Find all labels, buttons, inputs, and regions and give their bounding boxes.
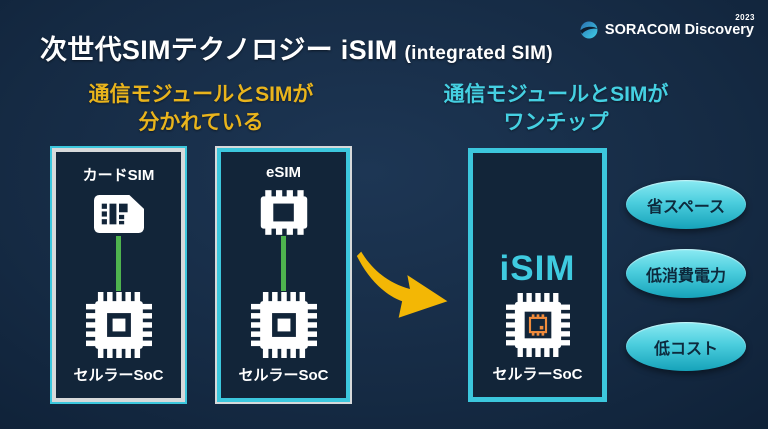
- benefit-label: 省スペース: [646, 198, 726, 216]
- green-connector-line: [116, 236, 121, 291]
- logo-year: 2023: [735, 13, 755, 22]
- soracom-swoosh-icon: [579, 20, 599, 40]
- soc-label: セルラーSoC: [73, 367, 164, 384]
- benefit-pill-space: 省スペース: [626, 180, 746, 229]
- isim-label: iSIM: [499, 249, 576, 288]
- logo-brand: SORACOM Discovery: [604, 22, 754, 38]
- right-heading: 通信モジュールとSIMが ワンチップ: [405, 81, 707, 136]
- right-heading-line2: ワンチップ: [503, 110, 609, 134]
- soc-chip-icon: [250, 292, 317, 358]
- soc-label: セルラーSoC: [238, 367, 329, 384]
- soc-label: セルラーSoC: [492, 366, 583, 383]
- soracom-logo: 2023 SORACOM Discovery: [579, 13, 755, 40]
- left-heading: 通信モジュールとSIMが 分かれている: [52, 81, 350, 136]
- sim-card-icon: [93, 193, 144, 235]
- benefit-pill-cost: 低コスト: [626, 322, 746, 371]
- left-heading-line1: 通信モジュールとSIMが: [88, 83, 314, 106]
- green-connector-line: [281, 236, 286, 291]
- title-sub: (integrated SIM): [404, 43, 553, 64]
- left-heading-line2: 分かれている: [138, 110, 264, 134]
- esim-box: eSIM: [215, 146, 352, 404]
- soc-chip-icon: [85, 292, 152, 358]
- card-sim-label: カードSIM: [82, 167, 155, 184]
- esim-label: eSIM: [265, 164, 301, 181]
- isim-box: iSIM セルラーSoC: [468, 148, 607, 402]
- isim-chip-icon: [505, 293, 570, 357]
- logo-wordmark: 2023 SORACOM Discovery: [604, 13, 755, 38]
- title-main: 次世代SIMテクノロジー iSIM: [40, 35, 398, 65]
- benefit-label: 低コスト: [653, 340, 718, 358]
- page-title: 次世代SIMテクノロジー iSIM (integrated SIM): [40, 28, 553, 67]
- right-heading-line1: 通信モジュールとSIMが: [443, 83, 669, 106]
- curved-arrow-icon: [354, 249, 452, 323]
- esim-package-icon: [259, 189, 309, 235]
- benefit-label: 低消費電力: [645, 267, 726, 285]
- card-sim-box: カードSIM: [50, 146, 187, 404]
- benefit-pill-power: 低消費電力: [626, 249, 746, 298]
